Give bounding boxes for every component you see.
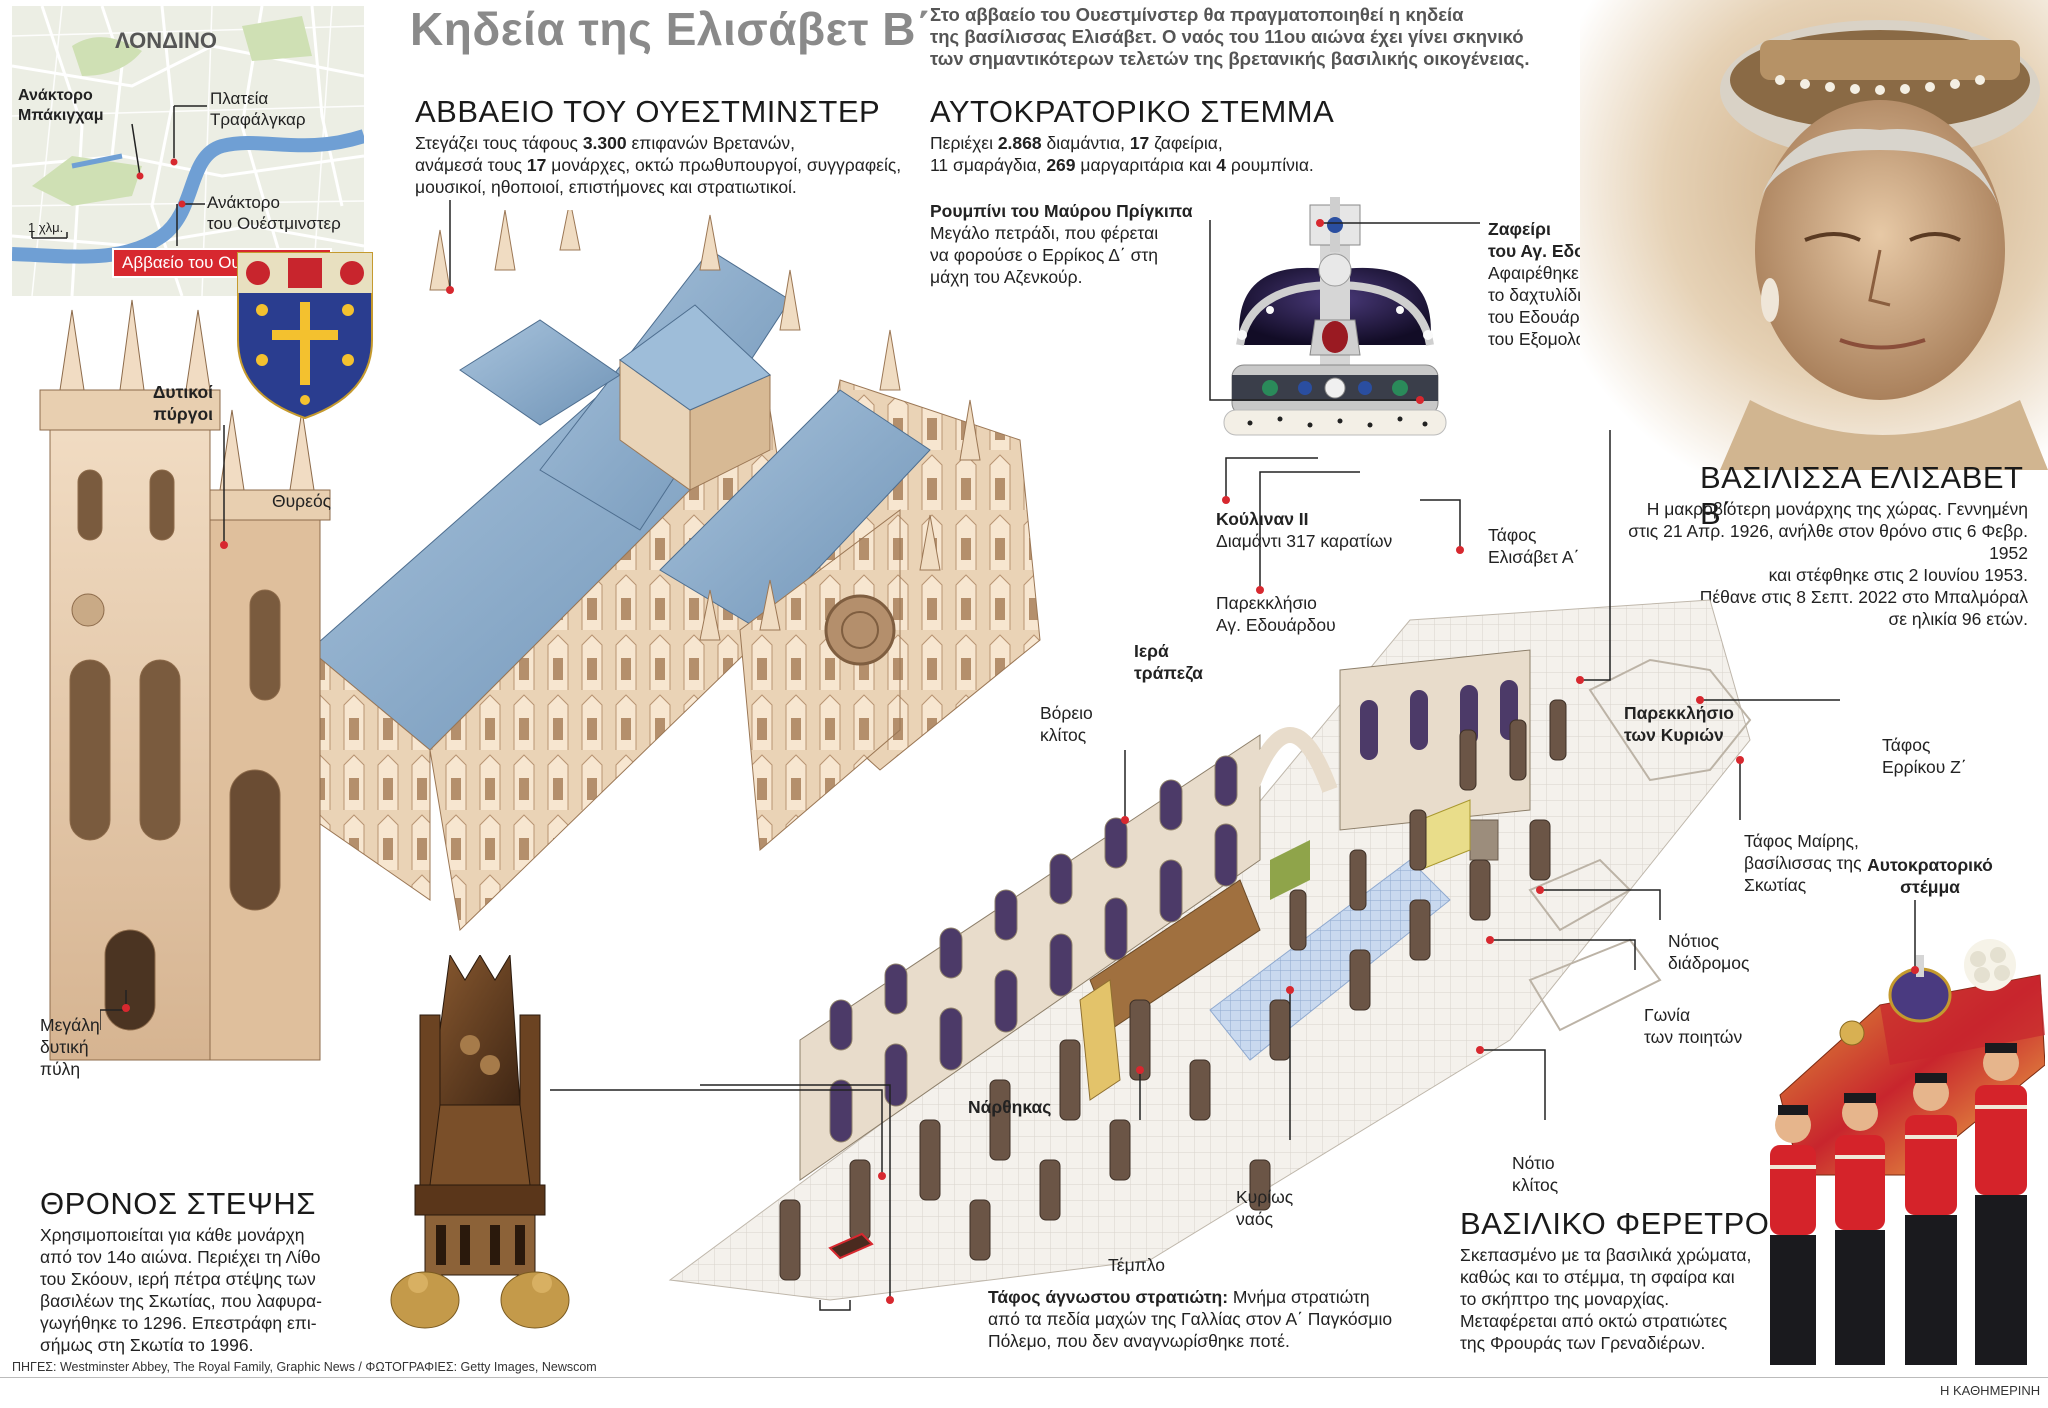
nave-label: Νάρθηκας bbox=[968, 1097, 1052, 1117]
queen-description: Η μακροβιότερη μονάρχης της χώρας. Γεννη… bbox=[1628, 499, 2028, 629]
abbey-description: Στεγάζει τους τάφους 3.300 επιφανών Βρετ… bbox=[415, 133, 902, 197]
abbey-heading: ΑΒΒΑΕΙΟ ΤΟΥ ΟΥΕΣΤΜΙΝΣΤΕΡ bbox=[415, 94, 881, 129]
unknown-warrior-label: Τάφος άγνωστου στρατιώτη: Μνήμα στρατιώτ… bbox=[988, 1287, 1393, 1351]
coat-of-arms-label: Θυρεός bbox=[272, 491, 332, 511]
queen-portrait bbox=[1580, 0, 2048, 470]
screen-label: Τέμπλο bbox=[1108, 1255, 1165, 1275]
coffin-description: Σκεπασμένο με τα βασιλικά χρώματα,καθώς … bbox=[1460, 1245, 1752, 1353]
crown-heading: ΑΥΤΟΚΡΑΤΟΡΙΚΟ ΣΤΕΜΜΑ bbox=[930, 94, 1335, 129]
royal-coffin-illustration bbox=[1770, 939, 2045, 1365]
crown-callout-lines bbox=[1209, 219, 1480, 504]
abbey-floor-plan bbox=[668, 599, 1752, 1301]
map-markers bbox=[31, 105, 207, 246]
page-title: Κηδεία της Ελισάβετ Β΄ bbox=[410, 3, 932, 55]
footer-brand: Η ΚΑΘΗΜΕΡΙΝΗ bbox=[1940, 1383, 2041, 1398]
coffin-crown-callout bbox=[1911, 900, 1919, 974]
abbey-callout-lines bbox=[100, 200, 454, 1030]
map-scale-label: 1 χλμ. bbox=[28, 220, 64, 235]
footer-sources: ΠΗΓΕΣ: Westminster Abbey, The Royal Fami… bbox=[12, 1360, 597, 1374]
imperial-state-crown-graphic bbox=[1223, 197, 1447, 436]
coffin-heading: ΒΑΣΙΛΙΚΟ ΦΕΡΕΤΡΟ bbox=[1460, 1206, 1770, 1241]
chair-callout-line bbox=[550, 1089, 886, 1180]
coat-of-arms-graphic bbox=[237, 252, 373, 420]
queen-heading: ΒΑΣΙΛΙΣΣΑ ΕΛΙΣΑΒΕΤ Β΄ bbox=[1700, 460, 2023, 531]
map-graphic bbox=[12, 6, 364, 296]
footer-divider bbox=[0, 1377, 2048, 1378]
coronation-chair-illustration bbox=[390, 955, 570, 1329]
map-city-label: ΛΟΝΔΙΝΟ bbox=[115, 28, 218, 53]
westminster-abbey-illustration bbox=[39, 210, 1041, 1061]
floor-plan-callout-lines bbox=[700, 430, 1840, 1311]
crown-description: Περιέχει 2.868 διαμάντια, 17 ζαφείρια, 1… bbox=[930, 133, 1314, 175]
ruby-label: Ρουμπίνι του Μαύρου Πρίγκιπα Μεγάλο πετρ… bbox=[930, 201, 1193, 287]
throne-heading: ΘΡΟΝΟΣ ΣΤΕΨΗΣ bbox=[40, 1186, 316, 1221]
intro-text: Στο αββαείο του Ουεστμίνστερ θα πραγματο… bbox=[930, 4, 1530, 69]
london-map bbox=[12, 6, 364, 296]
